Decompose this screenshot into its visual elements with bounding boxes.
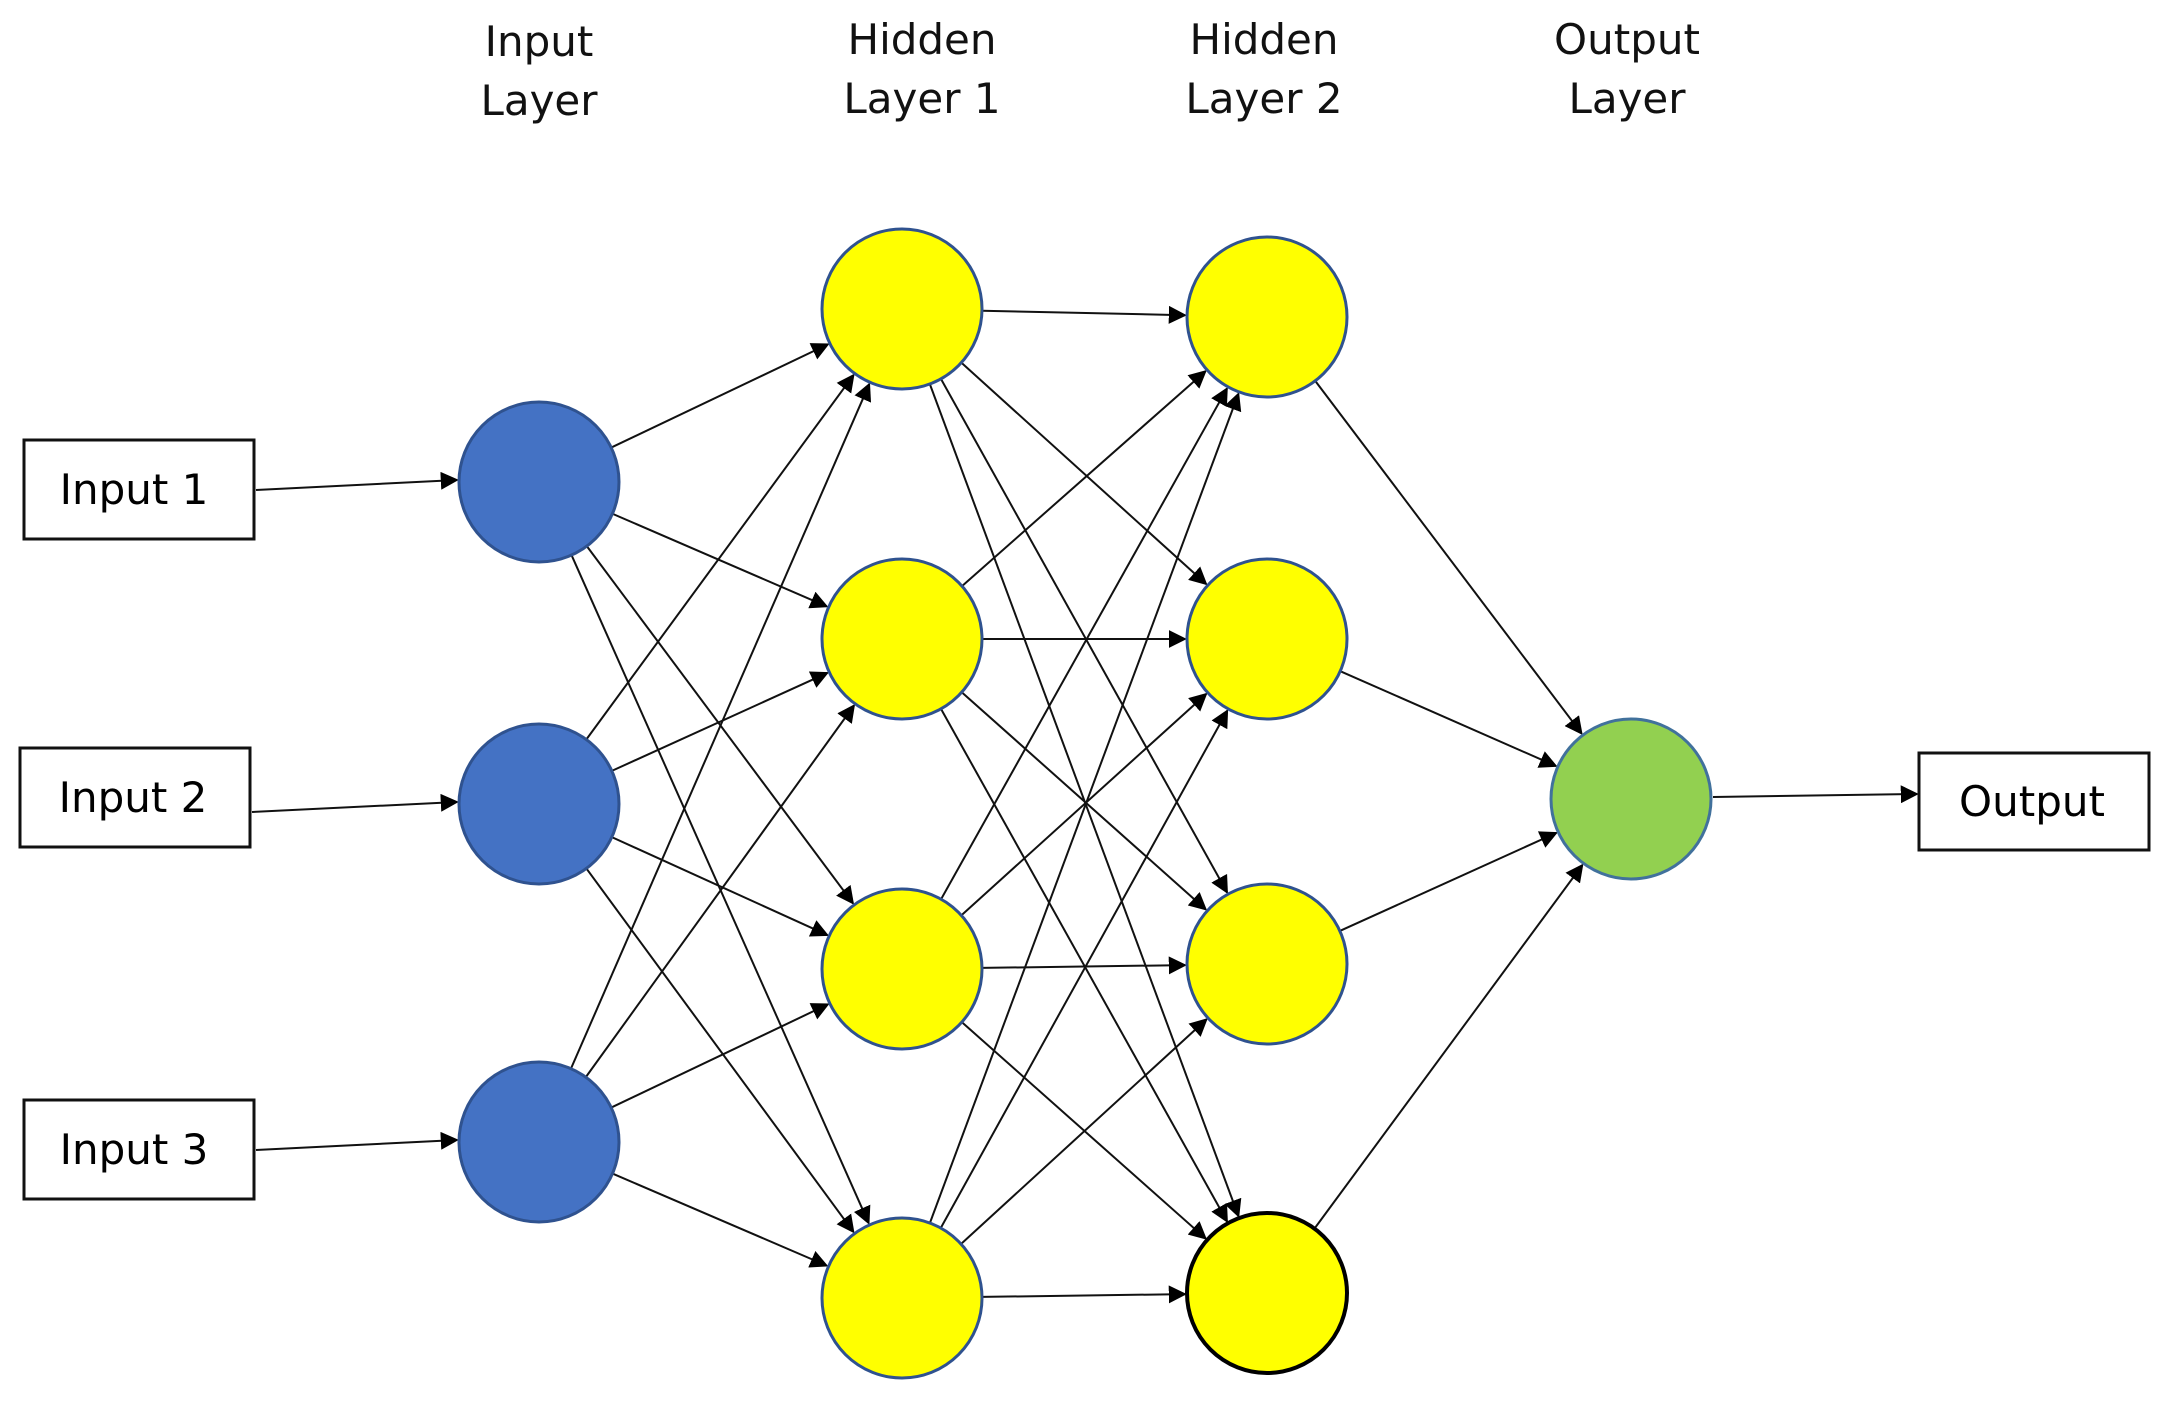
- input-arrow-3: [255, 1131, 459, 1151]
- edge-l1-3-to-2: [960, 692, 1208, 917]
- layer-title-output-line1: Output: [1554, 15, 1700, 64]
- edge-l1-4-to-1: [928, 392, 1242, 1224]
- input-box-2: Input 2: [18, 746, 252, 849]
- edge-l0-2-to-1: [585, 373, 855, 741]
- input-arrow-1: [255, 471, 459, 491]
- edge-l2-2-to-1: [1339, 670, 1558, 768]
- edge-l1-4-to-3: [960, 1018, 1208, 1245]
- edge-l0-1-to-4: [570, 554, 871, 1225]
- output-box: Output: [1917, 751, 2151, 852]
- layer-title-output-line2: Layer: [1568, 74, 1686, 123]
- input-box-3: Input 3: [22, 1098, 256, 1201]
- edge-l0-3-to-1: [570, 382, 872, 1070]
- edge-l0-3-to-3: [610, 1003, 830, 1109]
- edge-l1-3-to-3: [981, 956, 1187, 975]
- input-label-1: Input 1: [60, 465, 209, 514]
- hidden2-node-3: [1185, 882, 1349, 1046]
- edge-l1-2-to-4: [940, 708, 1228, 1223]
- edge-l0-2-to-2: [611, 671, 829, 772]
- input-node-3: [457, 1060, 621, 1224]
- edge-l0-2-to-4: [585, 867, 855, 1234]
- output-label: Output: [1959, 777, 2105, 826]
- edge-l1-1-to-2: [960, 361, 1208, 586]
- layer-title-hidden1-line1: Hidden: [847, 15, 996, 64]
- edge-l0-3-to-2: [585, 704, 856, 1078]
- hidden1-node-4: [820, 1216, 984, 1380]
- edge-l2-3-to-1: [1339, 831, 1558, 932]
- layer-title-input-line2: Layer: [480, 76, 598, 125]
- edge-l1-2-to-1: [961, 370, 1207, 587]
- edge-l0-3-to-4: [612, 1172, 829, 1268]
- edge-l1-2-to-3: [961, 691, 1208, 911]
- edge-l1-1-to-1: [981, 305, 1187, 324]
- edge-l1-4-to-4: [981, 1285, 1187, 1304]
- layer-title-hidden2-line2: Layer 2: [1185, 74, 1342, 123]
- input-label-3: Input 3: [60, 1125, 209, 1174]
- input-node-2: [457, 722, 621, 886]
- layer-title-input-line1: Input: [485, 17, 594, 66]
- hidden1-node-1: [820, 227, 984, 391]
- edge-l2-1-to-1: [1314, 380, 1583, 735]
- connection-edges: [251, 305, 1919, 1304]
- output-arrow: [1712, 785, 1919, 804]
- edge-l0-2-to-3: [611, 836, 829, 937]
- edge-l0-1-to-1: [610, 343, 830, 449]
- hidden2-node-2: [1185, 557, 1349, 721]
- input-label-2: Input 2: [59, 773, 208, 822]
- input-node-1: [457, 400, 621, 564]
- network-nodes: [457, 227, 1713, 1380]
- edge-l1-3-to-1: [940, 386, 1228, 900]
- hidden1-node-3: [820, 887, 984, 1051]
- edge-l1-1-to-3: [940, 378, 1228, 894]
- hidden1-node-2: [820, 557, 984, 721]
- layer-title-hidden2-line1: Hidden: [1189, 15, 1338, 64]
- edge-l1-4-to-2: [939, 709, 1229, 1229]
- input-box-1: Input 1: [22, 438, 256, 541]
- edge-l0-1-to-2: [612, 512, 829, 609]
- output-node-1: [1549, 717, 1713, 881]
- hidden2-node-4: [1185, 1211, 1349, 1375]
- input-arrow-2: [251, 793, 459, 813]
- layer-title-hidden1-line2: Layer 1: [843, 74, 1000, 123]
- edge-l2-4-to-1: [1313, 863, 1584, 1230]
- hidden2-node-1: [1185, 235, 1349, 399]
